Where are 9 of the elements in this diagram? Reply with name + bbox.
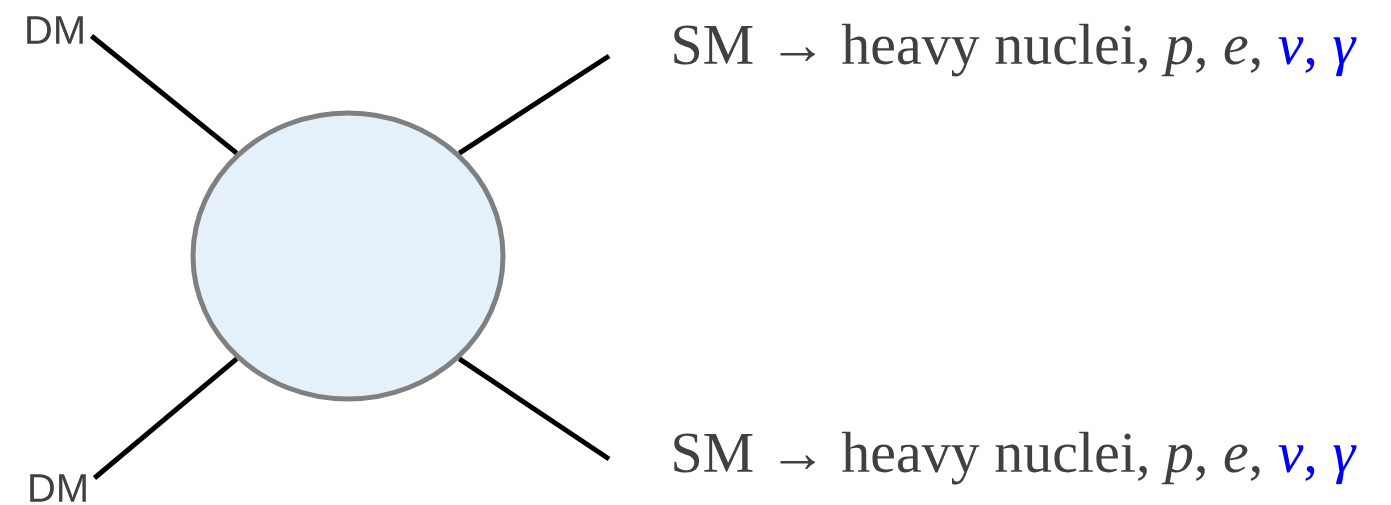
particle-label: DM [27,16,83,44]
connector-line [92,356,239,480]
particle-label: DM [30,474,86,502]
connector-line [458,356,611,462]
circle-blob [190,110,506,402]
particle-label: SM → heavy nuclei, p, e, ν, γ [674,23,1357,77]
particle-label: SM → heavy nuclei, p, e, ν, γ [674,431,1357,485]
connector-line [458,53,611,156]
connector-line [89,34,239,156]
